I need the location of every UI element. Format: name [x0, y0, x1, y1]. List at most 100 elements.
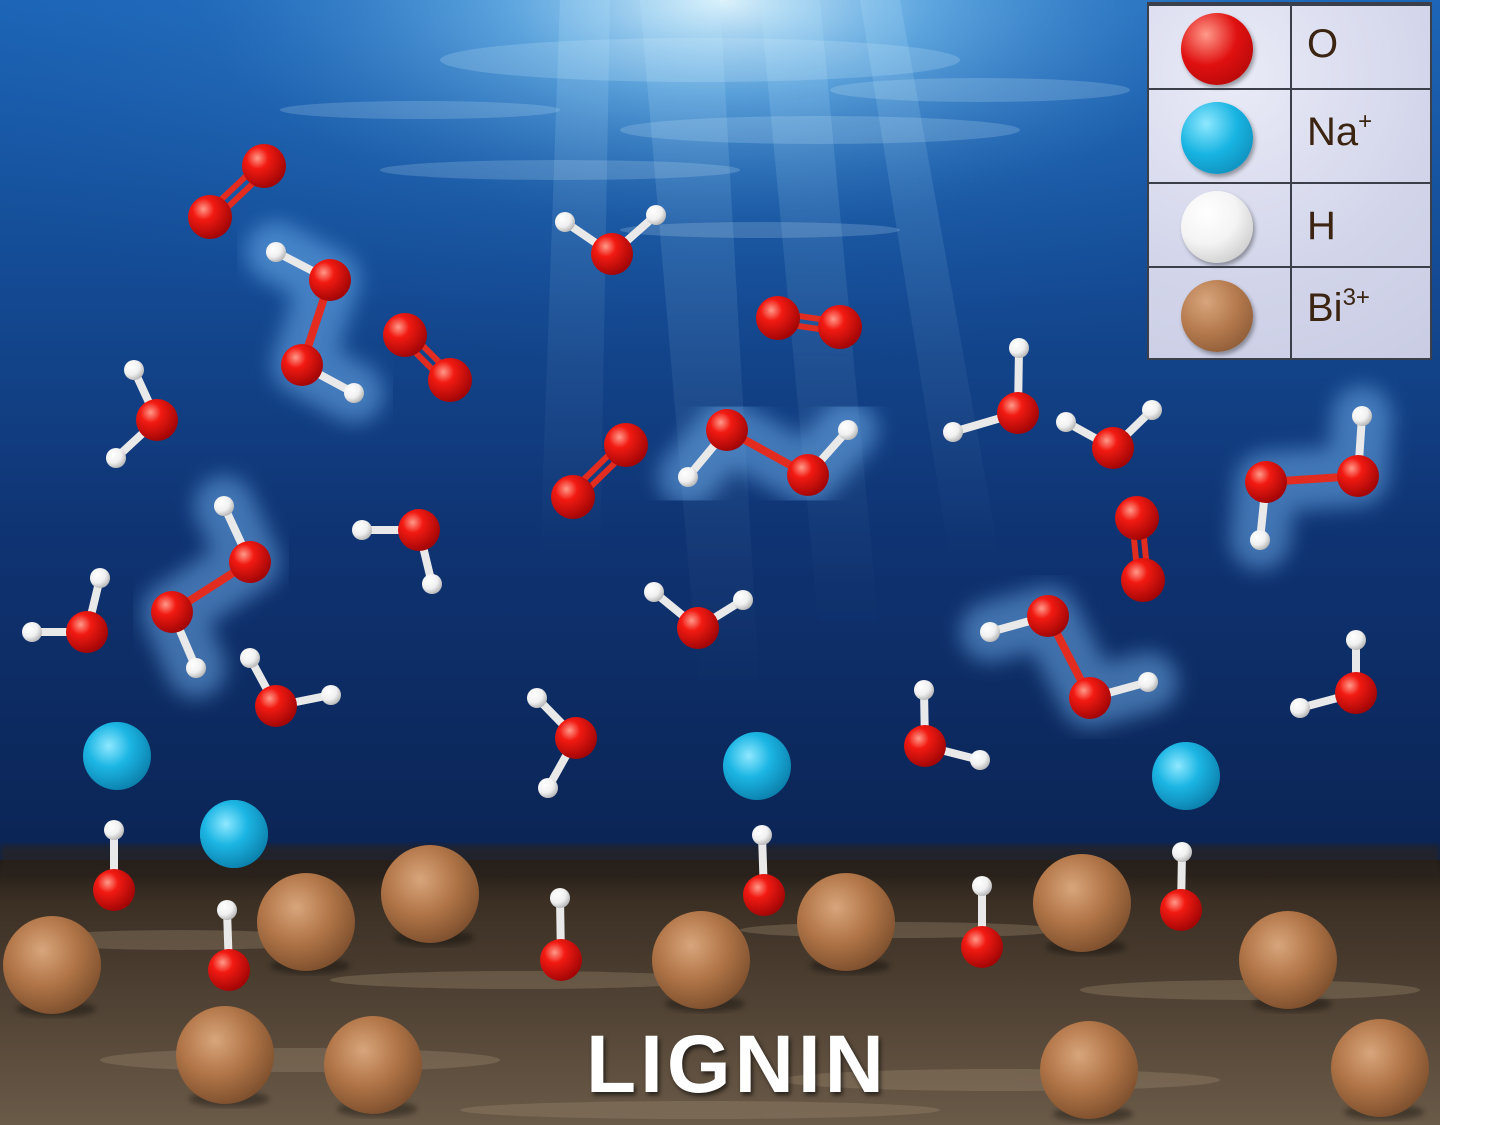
- hydrogen-atom: [733, 590, 753, 610]
- hydrogen-atom: [555, 212, 575, 232]
- water-molecule: [1056, 400, 1162, 469]
- legend-label-oxygen: O: [1307, 22, 1339, 66]
- bismuth-ion: [3, 916, 101, 1014]
- oxygen-atom: [555, 717, 597, 759]
- bismuth-ion: [324, 1016, 422, 1114]
- surface-ripples: [280, 38, 1130, 238]
- bismuth-ion: [3, 916, 101, 1017]
- hydrogen-atom: [422, 574, 442, 594]
- oxygen-atom: [1337, 455, 1379, 497]
- legend-row-sodium: Na+: [1149, 88, 1430, 184]
- oxygen-atom: [1115, 496, 1159, 540]
- oxygen-atom: [229, 541, 271, 583]
- oxygen-atom: [1335, 672, 1377, 714]
- sodium-ion: [1152, 742, 1220, 810]
- oxygen-atom: [398, 509, 440, 551]
- hydrogen-atom: [646, 205, 666, 225]
- hydrogen-atom: [90, 568, 110, 588]
- h2o2-molecule: [658, 400, 878, 507]
- oxygen-atom: [281, 344, 323, 386]
- hydrogen-atom: [1352, 406, 1372, 426]
- oxygen-atom: [551, 475, 595, 519]
- bismuth-ion-icon: [1181, 280, 1253, 352]
- o2-molecule: [756, 296, 862, 349]
- hydrogen-atom: [1142, 400, 1162, 420]
- sodium-ion: [200, 800, 268, 868]
- sodium-ion: [83, 722, 151, 790]
- bismuth-ion: [381, 845, 479, 946]
- oxygen-atom: [242, 144, 286, 188]
- hydrogen-atom: [1346, 630, 1366, 650]
- bismuth-ion: [1033, 854, 1131, 952]
- surface-hydroxyl: [540, 888, 582, 981]
- sodium-ion-icon: [1181, 102, 1253, 174]
- scene-stage: O Na+ H Bi3+ LIGNIN: [0, 0, 1440, 1125]
- oxygen-atom: [591, 233, 633, 275]
- hydrogen-atom-icon: [1181, 191, 1253, 263]
- oxygen-atom: [756, 296, 800, 340]
- water-molecule: [555, 205, 666, 275]
- bismuth-ion: [1033, 854, 1131, 955]
- hydrogen-atom: [217, 900, 237, 920]
- bismuth-ion: [176, 1006, 274, 1104]
- hydrogen-atom: [1250, 530, 1270, 550]
- bismuth-ion: [652, 911, 750, 1009]
- legend-row-bismuth: Bi3+: [1149, 266, 1430, 360]
- hydrogen-atom: [186, 658, 206, 678]
- hydrogen-atom: [914, 680, 934, 700]
- surface-hydroxyl: [208, 900, 250, 991]
- hydrogen-atom: [943, 422, 963, 442]
- hydrogen-atom: [321, 685, 341, 705]
- oxygen-atom: [255, 685, 297, 727]
- hydrogen-atom: [1290, 698, 1310, 718]
- hydrogen-atom: [104, 820, 124, 840]
- bismuth-ion: [257, 873, 355, 974]
- water-molecule: [943, 338, 1039, 442]
- oxygen-atom: [604, 423, 648, 467]
- legend-label-sodium: Na+: [1307, 108, 1373, 154]
- bismuth-ion: [797, 873, 895, 971]
- hydrogen-atom: [550, 888, 570, 908]
- oxygen-atom: [93, 869, 135, 911]
- hydrogen-atom: [1138, 672, 1158, 692]
- bismuth-ion: [652, 911, 750, 1012]
- oxygen-atom: [540, 939, 582, 981]
- hydrogen-atom: [106, 448, 126, 468]
- hydrogen-atom: [678, 467, 698, 487]
- oxygen-atom: [818, 305, 862, 349]
- hydrogen-atom: [352, 520, 372, 540]
- oxygen-atom: [208, 949, 250, 991]
- hydrogen-atom: [240, 648, 260, 668]
- oxygen-atom: [706, 409, 748, 451]
- hydrogen-atom: [538, 778, 558, 798]
- oxygen-atom: [997, 392, 1039, 434]
- legend-label-hydrogen: H: [1307, 204, 1336, 248]
- oxygen-atom: [743, 874, 785, 916]
- h2o2-molecule: [142, 476, 280, 698]
- oxygen-atom: [136, 399, 178, 441]
- hydrogen-atom: [22, 622, 42, 642]
- o2-molecule: [383, 313, 472, 402]
- oxygen-atom: [1245, 461, 1287, 503]
- oxygen-atom: [677, 607, 719, 649]
- oxygen-atom: [383, 313, 427, 357]
- surface-hydroxyl: [961, 876, 1003, 968]
- molecules-layer: [3, 144, 1429, 1122]
- bismuth-ion: [1331, 1019, 1429, 1120]
- water-molecule: [106, 360, 178, 468]
- sodium-ion: [200, 800, 268, 868]
- water-molecule: [904, 680, 990, 770]
- oxygen-atom: [1121, 558, 1165, 602]
- water-molecule: [22, 568, 110, 653]
- hydrogen-atom: [344, 383, 364, 403]
- sodium-ion: [1152, 742, 1220, 810]
- water-molecule: [352, 509, 442, 594]
- surface-hydroxyl: [1160, 842, 1202, 931]
- hydrogen-atom: [1056, 412, 1076, 432]
- oxygen-atom: [428, 358, 472, 402]
- light-rays: [540, 0, 1000, 700]
- sodium-ion: [723, 732, 791, 800]
- bismuth-ion: [1040, 1021, 1138, 1119]
- sodium-ion: [83, 722, 151, 790]
- hydrogen-atom: [124, 360, 144, 380]
